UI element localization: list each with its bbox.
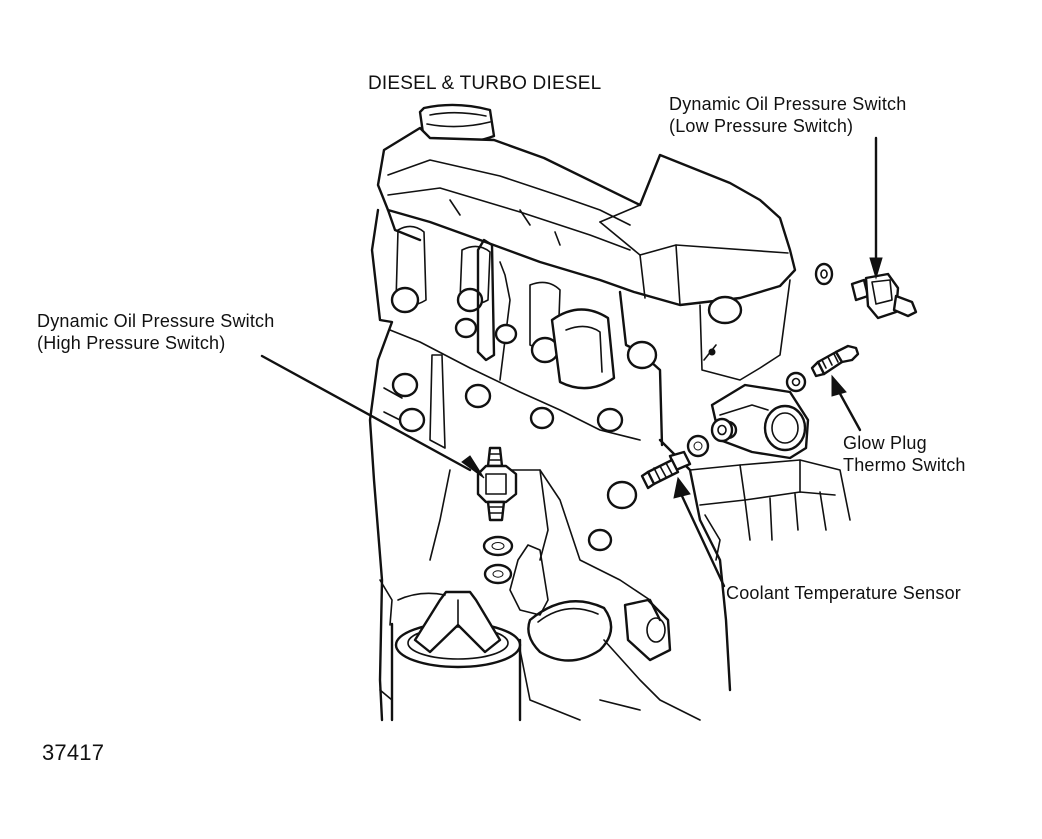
valve-cover [376, 126, 797, 307]
coolant-temperature-sensor [640, 417, 734, 490]
oil-filter [379, 579, 522, 722]
glow-plug-thermo-switch-label: Glow Plug Thermo Switch [843, 433, 966, 475]
engine-block [368, 103, 851, 722]
diagram-title: DIESEL & TURBO DIESEL [368, 73, 602, 94]
low-pressure-switch [814, 262, 918, 320]
coolant-temperature-sensor-label: Coolant Temperature Sensor [726, 583, 961, 603]
glow-plug-thermo-switch [785, 344, 860, 393]
low-pressure-switch-label: Dynamic Oil Pressure Switch (Low Pressur… [669, 94, 907, 136]
figure-number: 37417 [42, 740, 105, 765]
high-pressure-switch-label: Dynamic Oil Pressure Switch (High Pressu… [37, 311, 275, 353]
callout-arrows [260, 136, 883, 588]
high-pressure-switch [476, 446, 518, 585]
